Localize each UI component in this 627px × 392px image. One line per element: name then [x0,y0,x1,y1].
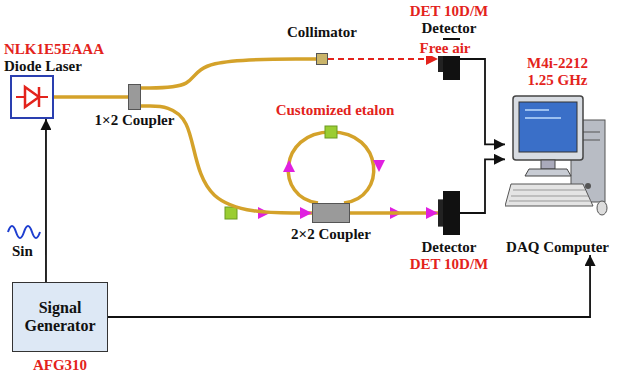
optical-fiber [141,59,316,88]
daq-computer: M4i-2212 1.25 GHzDAQ Computer [505,90,610,255]
free-space-beam [328,58,438,60]
text-group: M4i-2212 1.25 GHz [516,55,600,88]
text-group: 1×2 Coupler [95,112,175,129]
node-art [505,90,610,255]
coupler-box: 1×2 Coupler [128,84,141,110]
component-label: Customized etalon [276,102,395,119]
text-group: NLK1E5EAAADiode Laser [4,41,104,74]
node-label: Detector [410,20,488,37]
detector: DetectorDET 10D/M [438,191,460,235]
node-label: Collimator [287,24,357,41]
signal-wire [108,255,590,317]
detector-symbol [438,191,460,235]
signal-wire [460,159,505,213]
collimator: Collimator [316,53,328,65]
model-label: NLK1E5EAAA [4,41,104,58]
optical-fiber [350,211,438,215]
text-group: AFG310 [33,357,87,374]
laser-box: NLK1E5EAAADiode Laser [10,75,54,119]
sine-wave [8,226,40,238]
model-label: DET 10D/M [410,256,488,273]
text-group: DAQ Computer [505,90,610,255]
text-group: 2×2 Coupler [291,226,371,243]
model-label: DET 10D/M [410,3,488,20]
edge-label: Free air [418,40,473,57]
etalon-loop [288,132,374,203]
text-group: Collimator [287,24,357,41]
diode-symbol [12,77,52,117]
node-art [12,77,52,117]
signal-label: Sin [12,243,33,260]
text-group: DetectorDET 10D/M [410,239,488,272]
signal-wire [460,59,505,144]
fiber-connector [325,126,337,138]
model-label: M4i-2212 1.25 GHz [516,55,600,88]
signal-wire [45,119,47,282]
node-label: Signal Generator [19,299,101,334]
model-label: AFG310 [33,357,87,374]
signal-generator: AFG310Signal Generator [12,282,108,352]
node-label: 1×2 Coupler [95,112,175,129]
direction-arrow [283,160,295,172]
fiber-connector [225,207,237,219]
text-group: Signal Generator [13,283,107,351]
node-label: Diode Laser [4,58,104,75]
node-art [438,191,460,235]
node-label: Detector [410,239,488,256]
computer-illustration [505,90,610,220]
node-label: 2×2 Coupler [291,226,371,243]
coupler-box: 2×2 Coupler [312,203,350,223]
node-label: DAQ Computer [506,239,609,256]
optical-fiber [54,95,128,99]
direction-arrow [373,160,385,172]
text-group: DET 10D/MDetector [410,3,488,36]
